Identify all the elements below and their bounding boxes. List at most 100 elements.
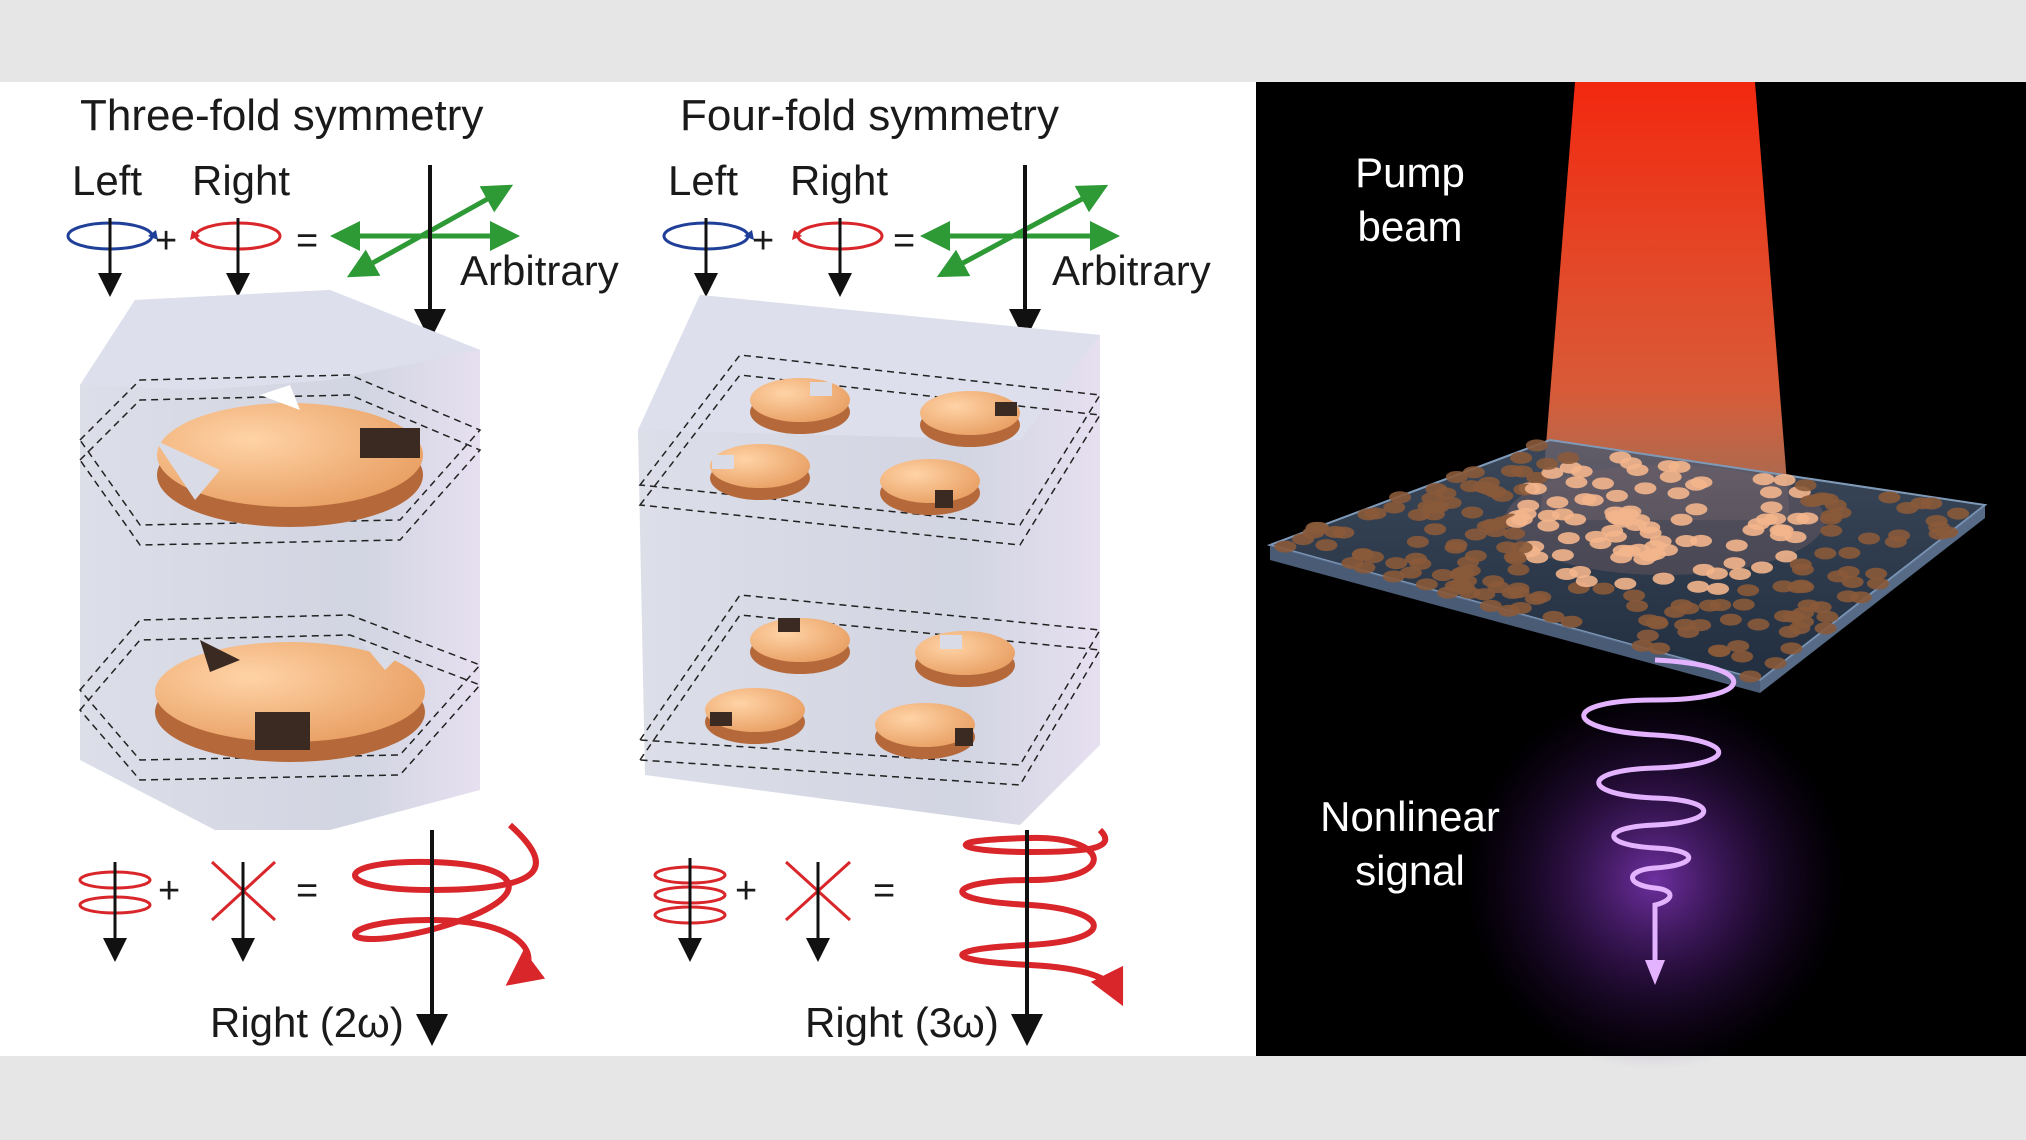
metasurface-disk — [1752, 473, 1775, 486]
metasurface-disk — [1652, 572, 1675, 585]
metasurface-disk — [1670, 513, 1693, 526]
three-fold-eq-plus-sign: + — [158, 870, 181, 912]
metasurface-disk — [1452, 566, 1475, 579]
metasurface-disk — [1439, 496, 1462, 509]
metasurface-disk — [1816, 493, 1839, 506]
metasurface-disk — [1274, 540, 1297, 553]
metasurface-disk — [1719, 613, 1742, 626]
three-fold-eq-equals-sign: = — [296, 870, 319, 912]
metasurface-disk — [1838, 546, 1861, 559]
metasurface-disk — [1324, 525, 1347, 538]
metasurface-disk — [1819, 512, 1842, 525]
metasurface-disk — [1405, 552, 1428, 565]
metasurface-disk — [1623, 589, 1646, 602]
metasurface-disk — [1925, 515, 1948, 528]
metasurface-disk — [1407, 508, 1430, 521]
metasurface-disk — [1878, 491, 1901, 504]
metasurface-disk — [1725, 539, 1748, 552]
metasurface-disk — [1445, 470, 1468, 483]
metasurface-disk — [1605, 489, 1628, 502]
three-fold-arbitrary-label: Arbitrary — [460, 247, 619, 294]
metasurface-disk — [1541, 466, 1564, 479]
metasurface-disk — [1604, 530, 1627, 543]
metasurface-disk — [1444, 541, 1467, 554]
metasurface-disk — [1536, 457, 1559, 470]
metasurface-disk — [1551, 549, 1574, 562]
metasurface-disk — [1659, 470, 1682, 483]
metasurface-disk — [1800, 495, 1823, 508]
four-fold-disks-bottom — [705, 618, 1015, 759]
metasurface-disk — [1723, 557, 1746, 570]
metasurface-disk — [1787, 512, 1810, 525]
pump-beam-label-line2: beam — [1357, 203, 1463, 250]
metasurface-disk — [1546, 496, 1569, 509]
metasurface-disk — [1737, 584, 1760, 597]
metasurface-disk — [1760, 501, 1783, 514]
three-fold-disk-top — [155, 385, 423, 527]
metasurface-disk — [1705, 567, 1728, 580]
metasurface-disk — [1769, 524, 1792, 537]
metasurface-disk — [1619, 457, 1642, 470]
metasurface-disk — [1837, 566, 1860, 579]
four-fold-plus-sign: + — [752, 220, 775, 262]
metasurface-disk — [1631, 639, 1654, 652]
metasurface-disk — [1431, 569, 1454, 582]
arbitrary-polarization-icon — [920, 165, 1120, 341]
three-fold-output-label: Right (2ω) — [210, 999, 404, 1046]
metasurface-disk — [1585, 530, 1608, 543]
metasurface-disk — [1775, 550, 1798, 563]
metasurface-disk — [1501, 586, 1524, 599]
metasurface-disk — [1634, 482, 1657, 495]
nonlinear-signal-spiral — [1581, 657, 1737, 965]
metasurface-disk — [1557, 452, 1580, 465]
metasurface-disk — [1867, 577, 1890, 590]
metasurface-disk — [1464, 528, 1487, 541]
metasurface-disk — [1510, 465, 1533, 478]
metasurface-disk — [1790, 579, 1813, 592]
metasurface-disk — [1460, 480, 1483, 493]
metasurface-disk — [1670, 599, 1693, 612]
left-circular-icon — [66, 218, 158, 297]
metasurface-disk — [1644, 540, 1667, 553]
signal-arrowhead — [1645, 960, 1665, 985]
metasurface-disk — [1555, 567, 1578, 580]
metasurface-disk — [1537, 519, 1560, 532]
metasurface-disk — [1928, 527, 1951, 540]
metasurface-disk — [1592, 582, 1615, 595]
metasurface-disk — [1814, 547, 1837, 560]
metasurface-disk — [1503, 527, 1526, 540]
metasurface-disk — [1382, 570, 1405, 583]
metasurface-disk-array — [1274, 439, 1970, 683]
metasurface-disk — [1778, 625, 1801, 638]
metasurface-disk — [1687, 580, 1710, 593]
four-fold-output-label: Right (3ω) — [805, 999, 999, 1046]
metasurface-disk — [1315, 539, 1338, 552]
metasurface-disk — [1751, 561, 1774, 574]
metasurface-disk — [1657, 460, 1680, 473]
metasurface-disk — [1841, 576, 1864, 589]
three-fold-right-label: Right — [192, 157, 291, 204]
metasurface-disk — [1690, 534, 1713, 547]
metasurface-disk — [1434, 487, 1457, 500]
metasurface-disk — [1479, 599, 1502, 612]
four-fold-eq-plus-sign: + — [735, 870, 758, 912]
metasurface-disk — [1636, 629, 1659, 642]
metasurface-disk — [1557, 532, 1580, 545]
four-fold-panel — [638, 165, 1124, 1046]
hexagonal-prism — [79, 290, 482, 830]
metasurface-disk — [1689, 619, 1712, 632]
metasurface-disk — [1920, 497, 1943, 510]
metasurface-disk — [1389, 491, 1412, 504]
four-fold-title: Four-fold symmetry — [680, 91, 1059, 140]
metasurface-disk — [1524, 482, 1547, 495]
metasurface-disk — [1496, 541, 1519, 554]
nonlinear-signal-label-line1: Nonlinear — [1320, 793, 1500, 840]
metasurface-disk — [1461, 506, 1484, 519]
arbitrary-polarization-icon — [330, 165, 520, 341]
cross-icon — [210, 860, 277, 962]
metasurface-disk — [1747, 618, 1770, 631]
metasurface-disk — [1884, 535, 1907, 548]
metasurface-disk — [1685, 478, 1708, 491]
four-fold-output-equation — [653, 827, 1124, 1046]
